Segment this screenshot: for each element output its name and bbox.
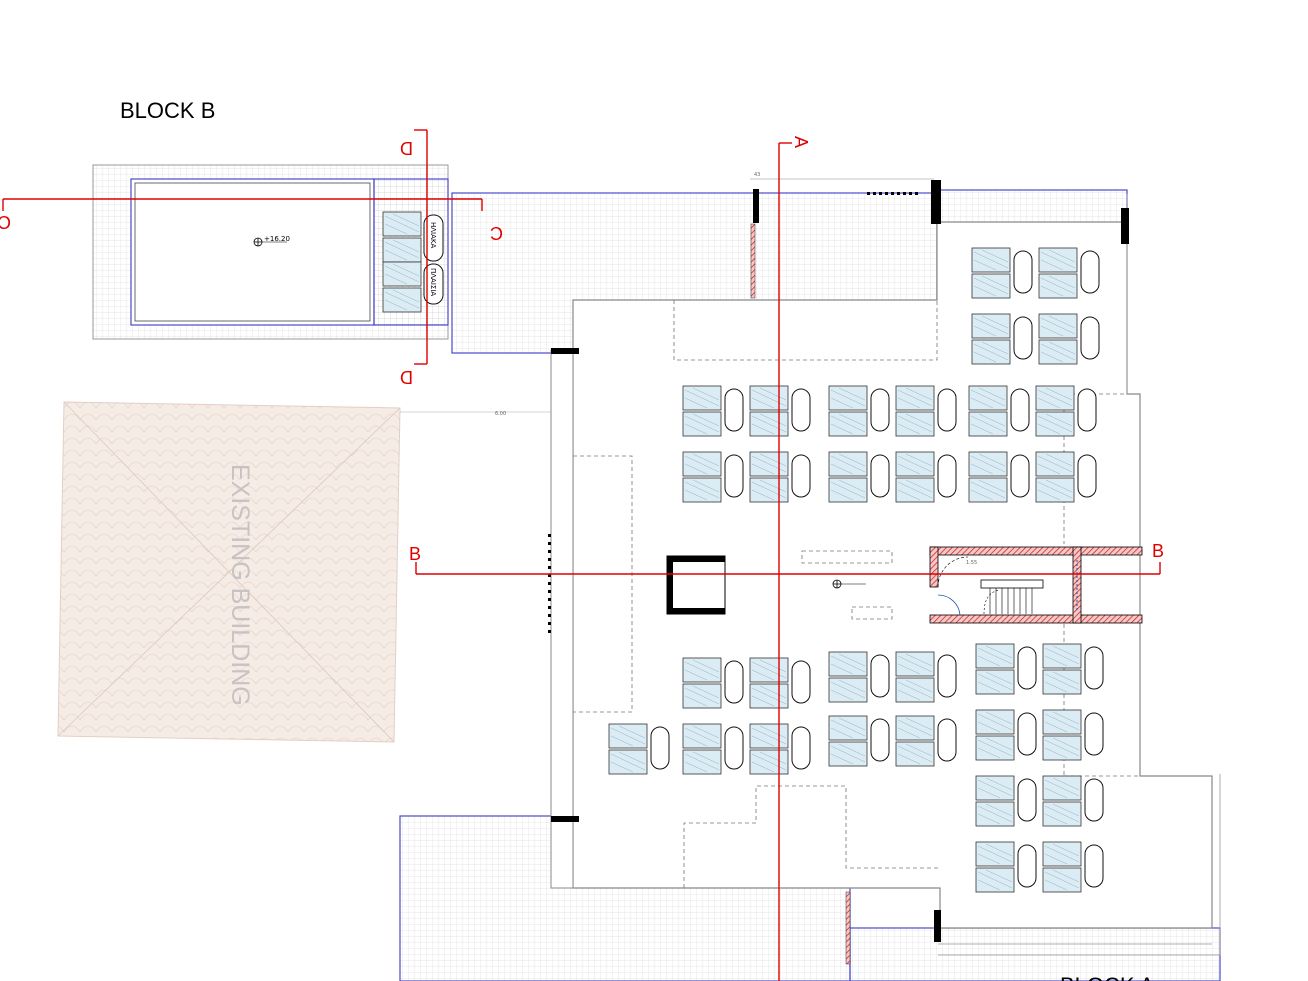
section-b-right-label: B xyxy=(1152,541,1164,561)
existing-building-label: EXISTING BUILDING xyxy=(226,464,254,706)
dim-top: 43 xyxy=(754,172,760,178)
level-marker: +16.20 xyxy=(253,235,290,247)
dim-stair: 1.55 xyxy=(966,560,977,566)
section-line-d xyxy=(414,129,428,365)
railing-top xyxy=(867,192,918,195)
railing-left xyxy=(548,534,551,633)
center-marker xyxy=(832,579,866,589)
section-c-right-label: C xyxy=(490,223,503,243)
section-d-bottom-label: D xyxy=(400,367,413,387)
section-c-left-label: C xyxy=(0,212,11,232)
block-b-title: BLOCK B xyxy=(120,98,215,123)
stair-core: 1.55 xyxy=(929,546,1143,624)
dim-mid: 6.00 xyxy=(495,411,506,417)
section-line-b xyxy=(415,562,1161,575)
section-line-a xyxy=(778,142,792,981)
section-line-c xyxy=(2,198,483,211)
section-b-left-label: B xyxy=(409,544,421,564)
wall-stubs xyxy=(551,180,1129,942)
pv-label-2: ΠΛΑΙΣΙΑ xyxy=(429,268,437,296)
block-a-title: BLOCK A xyxy=(1060,973,1154,981)
parapet-red-bottom xyxy=(845,891,851,965)
section-d-top-label: D xyxy=(400,138,413,158)
roof-opening xyxy=(666,555,726,615)
level-mark: +16.20 xyxy=(264,235,290,243)
section-a-label: A xyxy=(791,136,811,148)
annex-solar-panels: ΗΛΙΑΚΑ ΠΛΑΙΣΙΑ xyxy=(382,211,444,313)
existing-building: EXISTING BUILDING xyxy=(57,401,401,743)
pv-label-1: ΗΛΙΑΚΑ xyxy=(429,222,437,248)
parapet-red-top xyxy=(750,223,756,299)
